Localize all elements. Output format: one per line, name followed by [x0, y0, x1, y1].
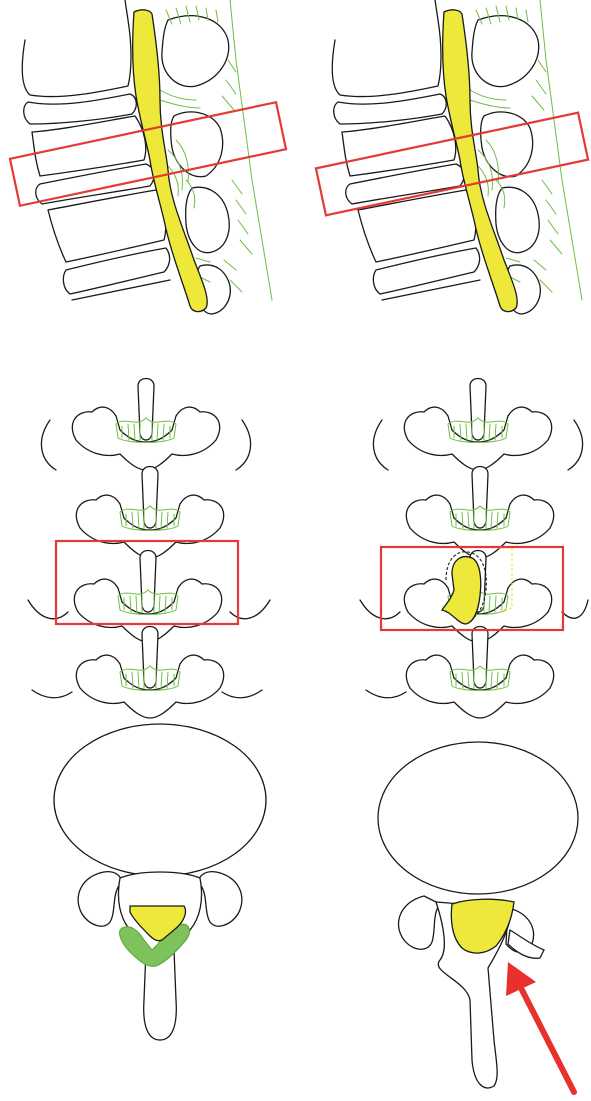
- posterior-view-before: [28, 379, 270, 719]
- red-arrow-icon: [506, 962, 574, 1092]
- dural-sac-decompressed: [451, 899, 514, 953]
- axial-view-before: [54, 724, 266, 1040]
- axial-view-after: [378, 742, 578, 1092]
- posterior-view-after: [360, 379, 588, 719]
- lateral-view-after: [316, 0, 588, 314]
- lateral-view-before: [10, 0, 286, 314]
